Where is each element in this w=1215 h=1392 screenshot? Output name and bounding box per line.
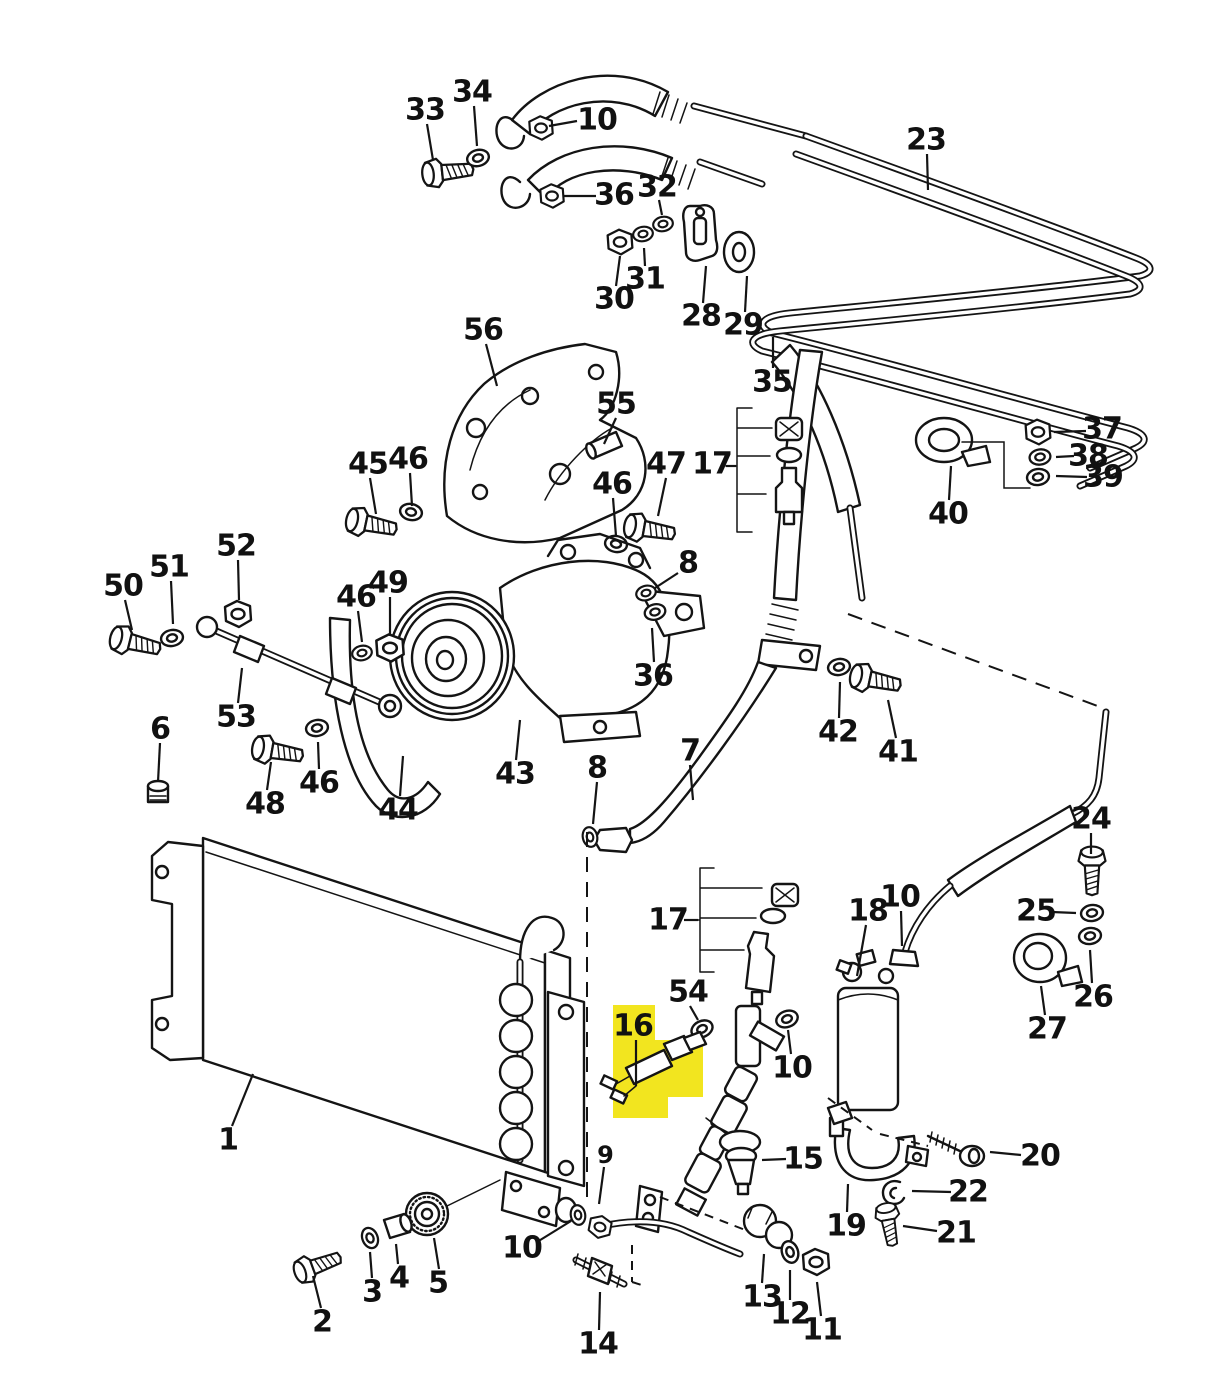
hose-35-run: [756, 343, 1104, 709]
nut-49: [375, 633, 405, 663]
compressor-43: [388, 532, 706, 744]
bolt-47: [620, 509, 679, 550]
pipe-to-drier: [888, 708, 1110, 968]
bolt-2: [289, 1243, 347, 1288]
pressure-sensor-15: [718, 1129, 762, 1196]
hose-assembly-top: [495, 74, 810, 209]
nut-11: [801, 1247, 831, 1277]
hose-53: [195, 615, 403, 719]
bolt-48: [248, 731, 307, 772]
grommet-29: [722, 230, 756, 274]
washer-31: [630, 224, 656, 244]
clamp-40: [914, 416, 1031, 489]
bolt-21: [872, 1200, 906, 1249]
washer-39: [1024, 466, 1052, 488]
washer-26: [1076, 925, 1104, 947]
bolt-41: [846, 659, 905, 701]
fitting-and-hose-stack: [598, 1004, 786, 1287]
bracket-56: [443, 342, 647, 544]
washer-25: [1078, 902, 1106, 924]
plug-6: [146, 779, 170, 804]
bolt-50: [105, 621, 165, 664]
belt-44: [328, 616, 442, 819]
bolt-24: [1077, 845, 1107, 897]
bolt-45: [342, 503, 401, 545]
washer-42: [825, 656, 853, 678]
fitting-14: [572, 1253, 628, 1288]
clamp-19: [826, 1097, 930, 1182]
receiver-drier-18: [835, 948, 900, 1112]
spacer-4: [382, 1212, 413, 1240]
washer-10d: [568, 1202, 588, 1228]
clamp-28: [682, 204, 719, 262]
nut-9-pipe: [585, 1212, 615, 1242]
washer-38: [1027, 446, 1053, 468]
idler-pulley-5: [404, 1191, 450, 1237]
washer-3: [357, 1224, 383, 1252]
washer-51: [158, 627, 186, 649]
washer-10b: [772, 1006, 802, 1032]
nut-30: [606, 228, 634, 256]
screw-20: [926, 1131, 986, 1168]
hose-7: [592, 660, 778, 854]
valve-assembly-17-upper: [725, 407, 804, 533]
valve-assembly-17-lower: [687, 867, 800, 1006]
condenser-1: [150, 836, 586, 1228]
nut-52: [223, 599, 253, 629]
pressure-switch-16: [599, 1030, 708, 1105]
washer-46d: [303, 717, 331, 739]
washer-32: [650, 214, 676, 234]
coupling-13: [742, 1203, 794, 1250]
washer-46a: [397, 500, 425, 524]
nut-37: [1024, 418, 1052, 446]
washer-46c: [349, 642, 375, 664]
nut-36: [539, 183, 565, 209]
nut-10: [528, 115, 554, 141]
clip-22: [881, 1179, 906, 1206]
clamp-27: [1012, 932, 1084, 988]
washer-8b: [579, 824, 601, 850]
